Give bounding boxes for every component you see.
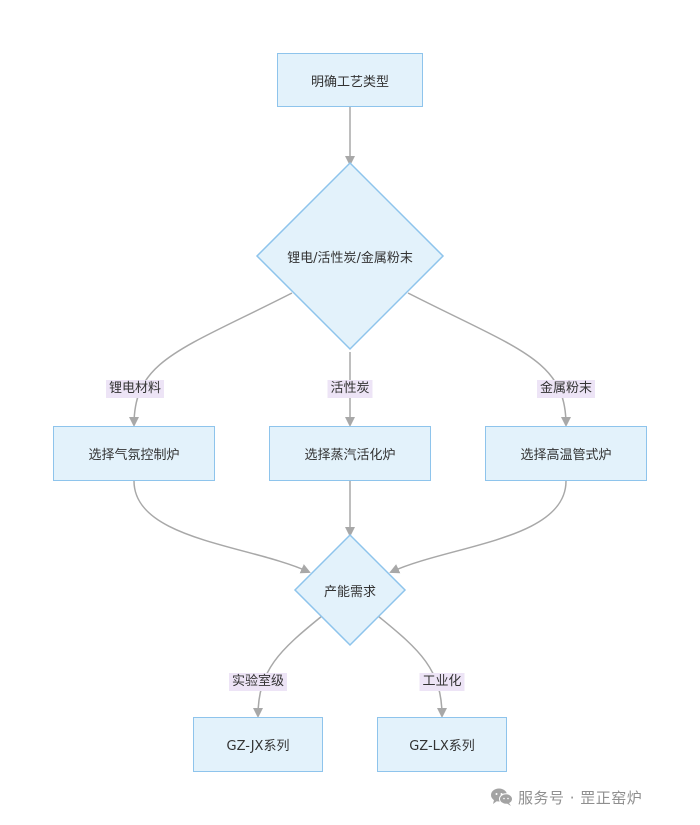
furnace-steam-node: 选择蒸汽活化炉	[269, 426, 431, 481]
watermark-text: 服务号 · 罡正窑炉	[518, 788, 643, 807]
series-jx-node: GZ-JX系列	[193, 717, 323, 772]
watermark: 服务号 · 罡正窑炉	[490, 785, 642, 809]
decision-material-shape	[255, 161, 445, 351]
edge-tube-to-capacity	[389, 480, 567, 574]
edge-label-metal: 金属粉末	[536, 380, 596, 398]
edge-label-lithium: 锂电材料	[105, 380, 165, 398]
edge-atmosphere-to-capacity	[133, 480, 311, 574]
edge-label-lab: 实验室级	[228, 673, 288, 691]
edge-capacity-to-lx	[377, 615, 447, 718]
furnace-atmosphere-node: 选择气氛控制炉	[53, 426, 215, 481]
series-lx-node: GZ-LX系列	[377, 717, 507, 772]
edge-label-carbon: 活性炭	[327, 380, 373, 398]
edge-label-industrial: 工业化	[419, 673, 465, 691]
furnace-tube-node: 选择高温管式炉	[485, 426, 647, 481]
decision-material-label: 锂电/活性炭/金属粉末	[287, 250, 413, 266]
edge-capacity-to-jx	[253, 615, 323, 718]
edge-material-to-tube	[407, 292, 571, 427]
decision-capacity-label: 产能需求	[323, 584, 376, 600]
wechat-icon	[491, 788, 513, 806]
decision-capacity-shape	[293, 533, 407, 647]
start-node: 明确工艺类型	[277, 53, 423, 107]
edge-material-to-atmosphere	[129, 292, 293, 427]
